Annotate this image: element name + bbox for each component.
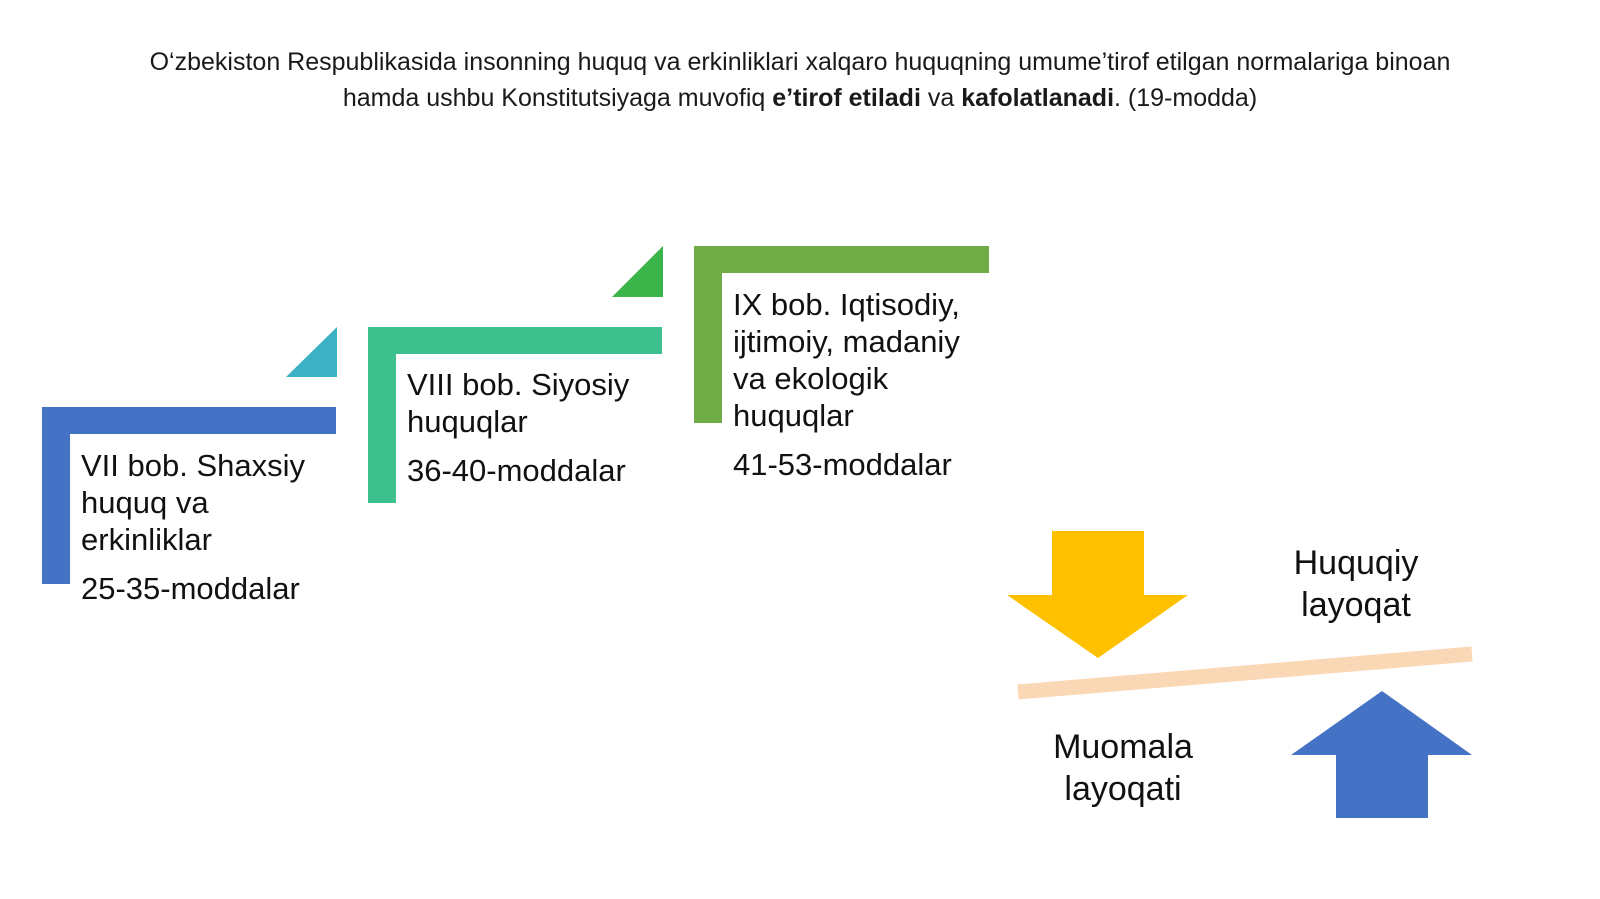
down-arrow-icon [1007,531,1188,658]
step-2-text: VIII bob. Siyosiy huquqlar 36-40-moddala… [407,366,657,489]
active-capacity-label: Muomala layoqati [1053,728,1193,808]
balance-beam [1017,646,1473,700]
step-1-articles: 25-35-moddalar [81,571,300,606]
step-2-top-bar [368,327,662,354]
step-2-articles: 36-40-moddalar [407,453,626,488]
step-1-title: VII bob. Shaxsiy huquq va erkinliklar [81,448,306,557]
step-3-title: IX bob. Iqtisodiy, ijtimoiy, madaniy va … [733,287,960,433]
step-2-side-bar [368,327,396,503]
step-3-side-bar [694,246,722,423]
statement-line-1: O‘zbekiston Respublikasida insonning huq… [149,48,1451,76]
statement-article-ref: . (19-modda) [1114,84,1258,112]
step-1-text: VII bob. Shaxsiy huquq va erkinliklar 25… [81,447,331,607]
up-arrow-icon [1291,691,1472,818]
step-1-top-bar [42,407,336,434]
statement-bold-recognized: e’tirof etiladi [772,84,921,112]
step-2-title: VIII bob. Siyosiy huquqlar [407,367,630,439]
step-1-side-bar [42,407,70,584]
statement-bold-guaranteed: kafolatlanadi [961,84,1115,112]
step-1-accent-triangle [286,327,337,377]
step-3-articles: 41-53-moddalar [733,447,952,482]
legal-capacity-label: Huquqiy layoqat [1293,544,1419,624]
statement-conjunction: va [920,84,962,112]
step-3-text: IX bob. Iqtisodiy, ijtimoiy, madaniy va … [733,286,988,483]
step-2-accent-triangle [612,246,663,297]
step-3-top-bar [694,246,989,273]
constitution-statement: O‘zbekiston Respublikasida insonning huq… [40,44,1560,116]
statement-line-2: hamda ushbu Konstitutsiyaga muvofiq [342,84,773,112]
